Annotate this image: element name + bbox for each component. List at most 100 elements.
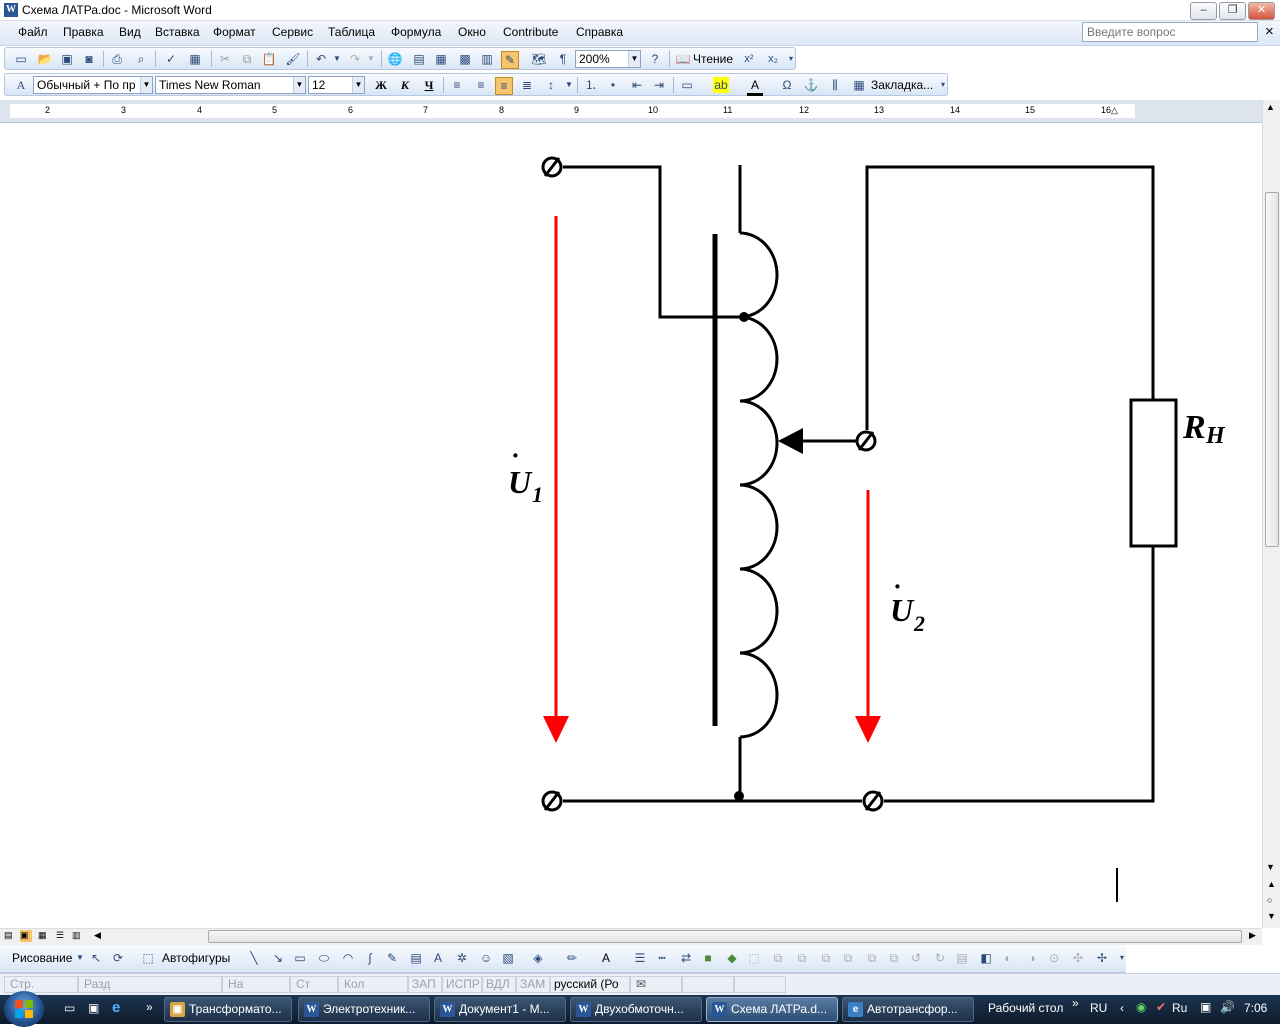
status-overtype[interactable]: ЗАМ	[516, 976, 550, 993]
underline-button[interactable]: Ч	[424, 78, 434, 92]
textbox-tool-icon[interactable]: ▤	[410, 951, 422, 965]
ungroup-icon[interactable]: ⧉	[797, 951, 807, 965]
clock[interactable]: 7:06	[1244, 1001, 1268, 1015]
start-button[interactable]	[4, 991, 44, 1027]
chevron-down-icon[interactable]: ▼	[293, 77, 305, 93]
tray-expand-icon[interactable]: ‹	[1120, 1001, 1124, 1015]
taskbar-task[interactable]: W Документ1 - M...	[434, 997, 566, 1022]
columns-icon[interactable]: ⫼	[832, 78, 838, 92]
arrow-style-icon[interactable]: ⇄	[680, 951, 692, 965]
line-spacing-icon[interactable]: ↕	[548, 78, 554, 92]
bring-forward-icon[interactable]: ⧉	[821, 951, 831, 965]
save-icon[interactable]: ▣	[61, 52, 73, 66]
3d-style-icon[interactable]: ◆	[727, 951, 737, 965]
drawing-icon[interactable]: ✎	[501, 51, 519, 69]
taskbar-task[interactable]: ▣ Трансформато...	[164, 997, 292, 1022]
desktop-toolbar-chevron-icon[interactable]: »	[1072, 996, 1079, 1010]
decrease-indent-icon[interactable]: ⇤	[631, 78, 643, 92]
menu-edit[interactable]: Правка	[63, 25, 104, 39]
network-icon[interactable]: ▣	[1200, 1000, 1212, 1014]
subscript-icon[interactable]: x₂	[768, 53, 778, 65]
wordart-tool-icon[interactable]: A	[433, 951, 442, 965]
autoshapes-menu[interactable]: Автофигуры	[162, 951, 231, 965]
format-painter-icon[interactable]: 🖌	[285, 52, 301, 66]
web-layout-icon[interactable]: ▣	[20, 930, 32, 942]
bold-button[interactable]: Ж	[375, 78, 387, 92]
group-icon[interactable]: ⧉	[773, 951, 783, 965]
internet-explorer-icon[interactable]: e	[112, 999, 121, 1016]
horizontal-scroll-thumb[interactable]	[208, 930, 1242, 943]
select-browse-object-icon[interactable]: ○	[1267, 895, 1273, 905]
copy-icon[interactable]: ⧉	[242, 52, 252, 66]
normal-view-icon[interactable]: ▤	[4, 930, 13, 940]
vertical-scrollbar[interactable]: ▲ ▼ ▲ ○ ▼	[1262, 100, 1280, 928]
ask-question-input[interactable]: Введите вопрос	[1082, 22, 1258, 42]
taskbar-task[interactable]: W Двухобмоточн...	[570, 997, 702, 1022]
text-box-link-icon[interactable]: ◧	[980, 951, 992, 965]
menu-view[interactable]: Вид	[119, 25, 141, 39]
toolbar-options-icon[interactable]: ▾	[1119, 953, 1124, 962]
undo-icon[interactable]: ↶	[315, 52, 327, 66]
bullets-icon[interactable]: •	[610, 78, 616, 92]
edit-points-icon[interactable]: ◐	[1004, 951, 1012, 965]
freeform-tool-icon[interactable]: ✎	[386, 951, 398, 965]
styles-formatting-icon[interactable]: A	[16, 78, 26, 92]
autoshapes-icon[interactable]: ⬚	[142, 951, 154, 965]
hyperlink-icon[interactable]: 🌐	[387, 52, 403, 66]
desktop-toolbar-label[interactable]: Рабочий стол	[988, 1001, 1064, 1015]
print-icon[interactable]: ⎙	[112, 52, 122, 66]
grid-icon[interactable]: ✢	[1096, 951, 1108, 965]
switch-windows-icon[interactable]: ▣	[88, 1001, 100, 1015]
close-window-button[interactable]: ✕	[1248, 2, 1275, 20]
font-select[interactable]: Times New Roman ▼	[155, 76, 306, 94]
wrap-text-icon[interactable]: ▤	[956, 951, 968, 965]
menu-help[interactable]: Справка	[576, 25, 624, 39]
right-indent-marker[interactable]: △	[1111, 105, 1118, 115]
rotate-right-icon[interactable]: ↻	[934, 951, 946, 965]
zoom-select[interactable]: 200% ▼	[575, 50, 641, 68]
rotate-left-icon[interactable]: ↺	[910, 951, 922, 965]
chevron-down-icon[interactable]: ▼	[140, 77, 152, 93]
oval-tool-icon[interactable]: ⬭	[318, 951, 330, 965]
font-size-select[interactable]: 12 ▼	[308, 76, 365, 94]
keyboard-icon[interactable]: ✔	[1156, 1000, 1167, 1014]
rotate-icon[interactable]: ⟳	[112, 951, 124, 965]
close-document-button[interactable]: ×	[1265, 23, 1274, 40]
line-tool-icon[interactable]: ╲	[250, 951, 258, 965]
insert-table-icon[interactable]: ▦	[435, 52, 447, 66]
line-style-icon[interactable]: ☰	[634, 951, 646, 965]
table-icon[interactable]: ▦	[853, 78, 865, 92]
horizontal-scrollbar[interactable]: ▤ ▣ ▦ ☰ ▥ ◀ ▶	[0, 928, 1262, 945]
horizontal-ruler[interactable]: 2 3 4 5 6 7 8 9 10 11 12 13 14 15 16 △	[0, 100, 1262, 123]
language-ru-icon[interactable]: Ru	[1172, 1001, 1188, 1015]
spelling-status-icon[interactable]: ✉	[630, 976, 682, 993]
shadow-style-icon[interactable]: ■	[704, 951, 712, 965]
previous-page-icon[interactable]: ▲	[1267, 879, 1276, 889]
clipart-tool-icon[interactable]: ☺	[479, 951, 493, 965]
taskbar-task[interactable]: e Автотрансфор...	[842, 997, 974, 1022]
toolbar-options-icon[interactable]: ▾	[940, 80, 945, 89]
cut-icon[interactable]: ✂	[219, 52, 231, 66]
order-icon[interactable]: ⧉	[867, 951, 877, 965]
line-spacing-dropdown-icon[interactable]: ▼	[565, 80, 573, 89]
toolbar-options-icon[interactable]: ▾	[788, 54, 793, 63]
menu-file[interactable]: Файл	[18, 25, 48, 39]
rectangle-tool-icon[interactable]: ▭	[294, 951, 306, 965]
scroll-down-icon[interactable]: ▼	[1266, 862, 1275, 872]
print-layout-icon[interactable]: ▦	[38, 930, 47, 940]
font-color-icon[interactable]: A	[747, 77, 763, 96]
scroll-up-icon[interactable]: ▲	[1266, 102, 1275, 112]
reading-layout-icon[interactable]: 📖	[675, 52, 691, 66]
line-color-icon[interactable]: ✏	[566, 951, 578, 965]
borders-icon[interactable]: ▭	[681, 78, 693, 92]
status-language[interactable]: русский (Ро	[550, 976, 630, 993]
status-extend[interactable]: ВДЛ	[482, 976, 516, 993]
menu-tools[interactable]: Сервис	[272, 25, 314, 39]
omega-symbol-icon[interactable]: Ω	[782, 78, 792, 92]
tables-borders-icon[interactable]: ▤	[413, 52, 425, 66]
new-document-icon[interactable]: ▭	[15, 52, 27, 66]
scroll-right-icon[interactable]: ▶	[1249, 930, 1256, 940]
chevron-down-icon[interactable]: ▼	[352, 77, 364, 93]
research-icon[interactable]: ▦	[189, 52, 201, 66]
arc-tool-icon[interactable]: ◠	[342, 951, 354, 965]
